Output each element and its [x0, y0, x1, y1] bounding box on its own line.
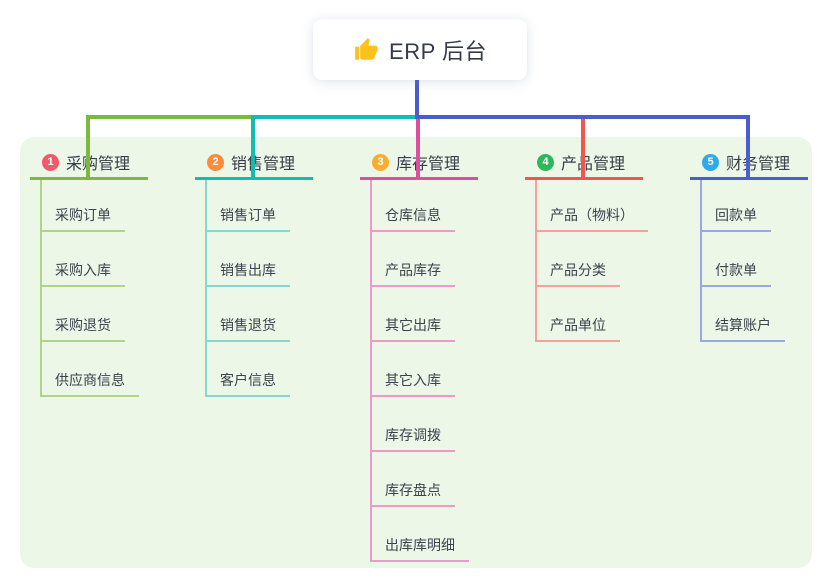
connector-bus-segment-left: [86, 115, 255, 119]
mindmap-canvas-panel: [20, 137, 812, 568]
branch-number-badge-1: 1: [42, 153, 59, 171]
child-node-5-1[interactable]: 回款单: [700, 207, 771, 232]
branch-number-badge-2: 2: [207, 153, 224, 171]
child-node-2-4[interactable]: 客户信息: [205, 372, 290, 397]
child-node-4-2[interactable]: 产品分类: [535, 262, 620, 287]
child-node-5-2[interactable]: 付款单: [700, 262, 771, 287]
branch-title-label-1: 采购管理: [66, 156, 131, 173]
child-node-3-1[interactable]: 仓库信息: [370, 207, 455, 232]
child-node-1-4[interactable]: 供应商信息: [40, 372, 139, 397]
child-node-3-6[interactable]: 库存盘点: [370, 482, 455, 507]
branch-drop-line-1: [86, 119, 90, 179]
branch-drop-line-4: [581, 119, 585, 179]
child-node-3-2[interactable]: 产品库存: [370, 262, 455, 287]
branch-title-label-5: 财务管理: [726, 156, 791, 173]
branch-drop-line-5: [746, 119, 750, 179]
child-node-4-1[interactable]: 产品（物料）: [535, 207, 648, 232]
child-node-3-3[interactable]: 其它出库: [370, 317, 455, 342]
branch-trunk-line-5: [700, 180, 702, 342]
branch-trunk-line-3: [370, 180, 372, 562]
child-node-2-2[interactable]: 销售出库: [205, 262, 290, 287]
child-node-3-5[interactable]: 库存调拨: [370, 427, 455, 452]
branch-trunk-line-2: [205, 180, 207, 397]
branch-drop-line-2: [251, 119, 255, 179]
child-node-5-3[interactable]: 结算账户: [700, 317, 785, 342]
branch-title-label-4: 产品管理: [561, 156, 626, 173]
branch-drop-line-3: [416, 119, 420, 179]
child-node-2-3[interactable]: 销售退货: [205, 317, 290, 342]
root-node-title: ERP 后台: [389, 38, 487, 64]
root-node[interactable]: ERP 后台: [313, 19, 527, 80]
branch-trunk-line-1: [40, 180, 42, 397]
child-node-3-4[interactable]: 其它入库: [370, 372, 455, 397]
branch-number-badge-5: 5: [702, 153, 719, 171]
branch-number-badge-3: 3: [372, 153, 389, 171]
branch-number-badge-4: 4: [537, 153, 554, 171]
child-node-3-7[interactable]: 出库库明细: [370, 537, 469, 562]
child-node-1-2[interactable]: 采购入库: [40, 262, 125, 287]
child-node-2-1[interactable]: 销售订单: [205, 207, 290, 232]
connector-bus-segment-right: [415, 115, 750, 119]
branch-title-label-3: 库存管理: [396, 156, 461, 173]
child-node-1-1[interactable]: 采购订单: [40, 207, 125, 232]
child-node-4-3[interactable]: 产品单位: [535, 317, 620, 342]
branch-title-label-2: 销售管理: [231, 156, 296, 173]
connector-root-vertical: [415, 80, 419, 119]
branch-trunk-line-4: [535, 180, 537, 342]
thumbs-up-icon: [355, 37, 378, 60]
child-node-1-3[interactable]: 采购退货: [40, 317, 125, 342]
connector-bus-segment-mid: [251, 115, 419, 119]
